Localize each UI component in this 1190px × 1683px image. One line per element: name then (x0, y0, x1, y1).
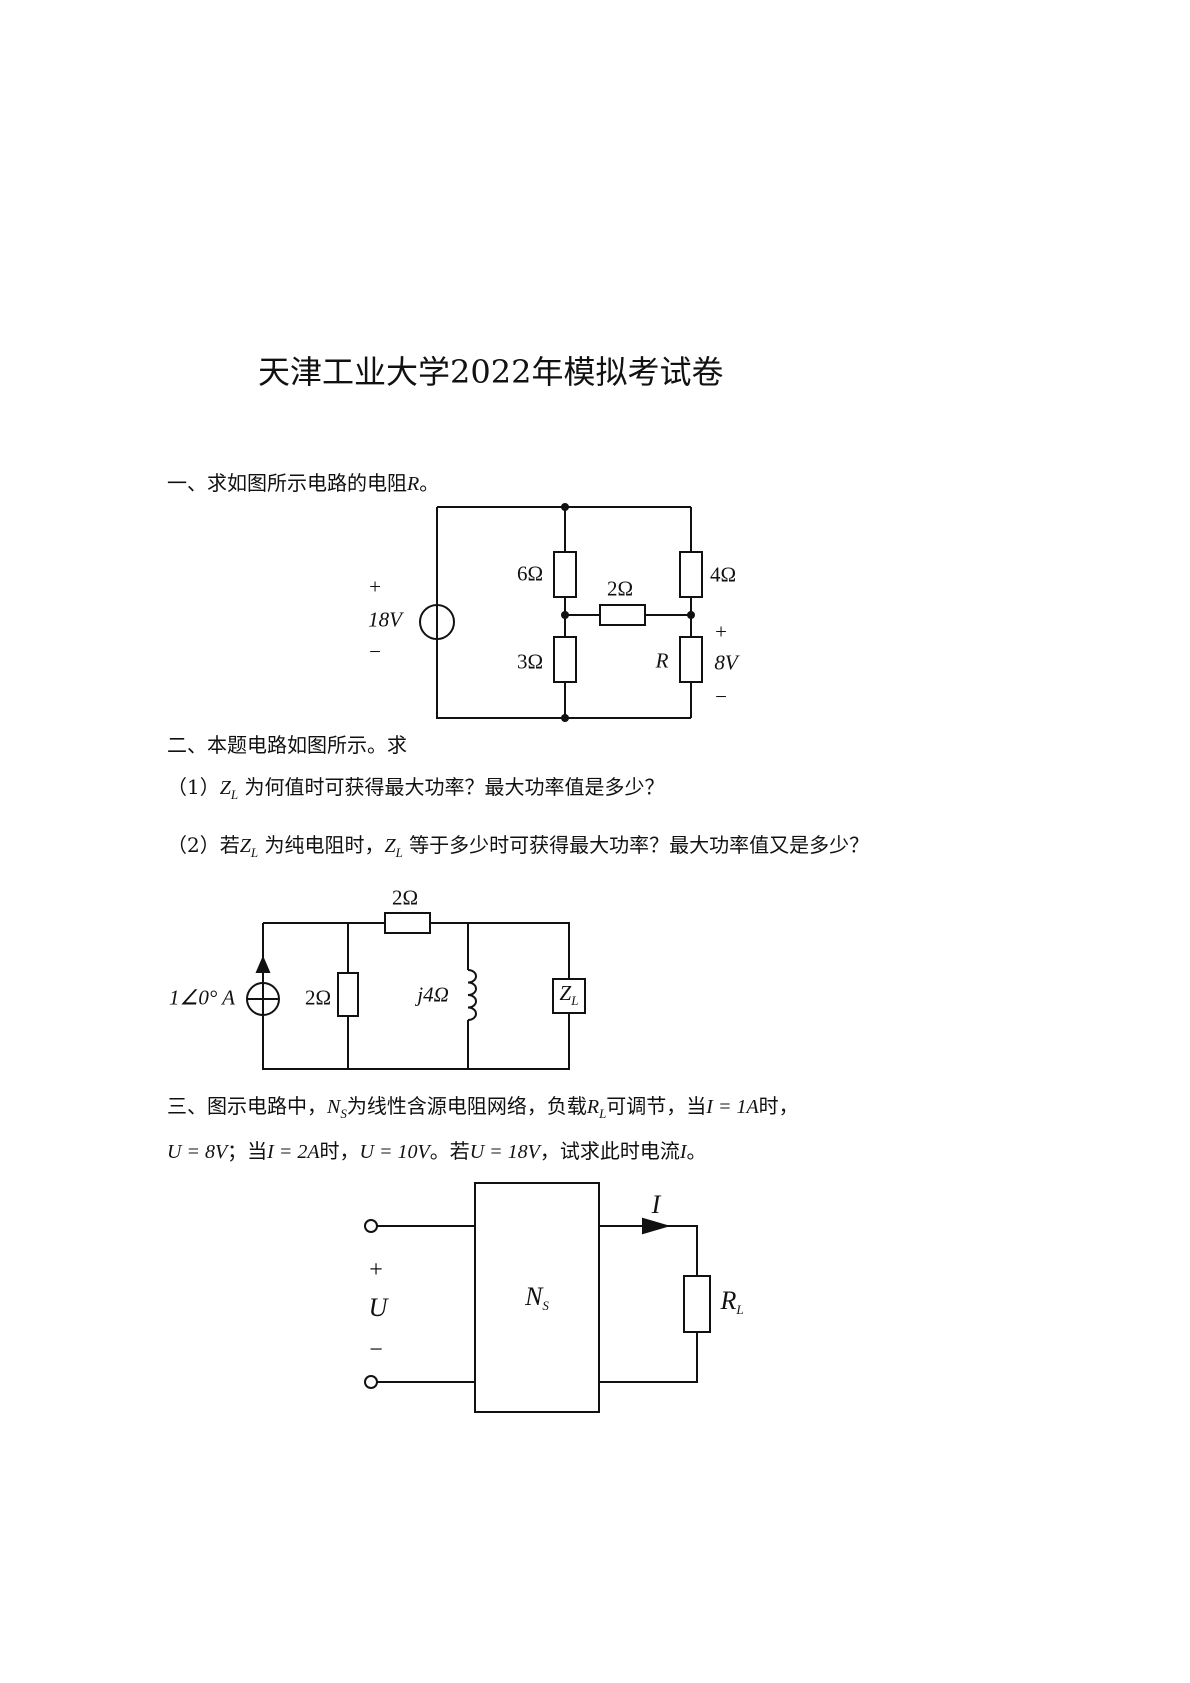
r4-label: 4Ω (709, 562, 737, 587)
p2-z1: Z (239, 835, 251, 857)
rtop-label: 2Ω (391, 885, 419, 910)
zl-label: ZL (559, 981, 579, 1008)
l1-b: 为线性含源电阻网络，负载 (346, 1094, 587, 1118)
resistor-2-top (384, 912, 431, 934)
l2-c: I = 2A (267, 1141, 320, 1163)
l2-f: 。若 (429, 1139, 470, 1163)
network-box (474, 1182, 600, 1413)
l2-i: I (679, 1141, 687, 1163)
rl-sub: L (736, 1302, 744, 1317)
rl-text: R (720, 1286, 737, 1315)
zl-text: Z (559, 981, 572, 1005)
r-label: R (655, 648, 669, 673)
inductor-label: j4Ω (417, 982, 449, 1007)
current-label: I (651, 1190, 661, 1219)
l1-d: I = 1A (706, 1096, 759, 1118)
current-source-label: 1∠0° A (169, 985, 235, 1010)
minus-label-3: − (369, 1337, 383, 1363)
q1-text: 一、求如图所示电路的电阻 (167, 471, 407, 495)
minus-label: − (369, 639, 381, 664)
resistor-r (679, 636, 703, 683)
p2-sub2: L (395, 845, 403, 860)
plus-label-3: + (369, 1257, 383, 1283)
circuit-1 (419, 503, 703, 722)
question-3-line-1: 三、图示电路中，NS为线性含源电阻网络，负载RL可调节，当I = 1A时， (167, 1096, 799, 1120)
terminal-top (364, 1219, 378, 1233)
ns-sub: S (542, 1298, 549, 1313)
r2-shunt-label: 2Ω (304, 985, 332, 1010)
minus-label-2: − (715, 684, 727, 709)
voltage-u-label: U (368, 1293, 388, 1322)
question-2-part-2: （2）若ZL 为纯电阻时，ZL 等于多少时可获得最大功率？最大功率值又是多少？ (167, 835, 869, 859)
plus-label: + (369, 574, 381, 599)
l2-a: U = 8V (167, 1141, 228, 1163)
resistor-3 (553, 636, 577, 683)
p2-sub1: L (250, 845, 259, 860)
circuit-3 (364, 1182, 711, 1413)
l2-h: ，试求此时电流 (539, 1139, 680, 1163)
l1-rsub: L (599, 1106, 607, 1121)
l2-e: U = 10V (359, 1141, 430, 1163)
l2-j: 。 (686, 1139, 707, 1163)
l1-r: R (586, 1096, 600, 1118)
inductor (467, 969, 477, 1021)
question-1: 一、求如图所示电路的电阻R。 (167, 473, 439, 494)
p2-a: （2）若 (167, 833, 240, 857)
terminal-bottom (364, 1375, 378, 1389)
resistor-2-shunt (337, 972, 359, 1017)
question-3-line-2: U = 8V；当I = 2A时，U = 10V。若U = 18V，试求此时电流I… (167, 1141, 707, 1162)
source-label: 18V (368, 607, 402, 632)
resistor-6 (553, 551, 577, 598)
p1-b: 为何值时可获得最大功率？最大功率值是多少？ (244, 775, 665, 799)
l1-c: 可调节，当 (606, 1094, 707, 1118)
resistor-2 (599, 604, 646, 626)
r6-label: 6Ω (516, 561, 544, 586)
p1-z: Z (219, 777, 231, 799)
l2-g: U = 18V (469, 1141, 540, 1163)
l2-d: 时， (319, 1139, 360, 1163)
ns-text: N (525, 1282, 543, 1311)
q1-end: 。 (419, 471, 440, 495)
l1-a: 三、图示电路中， (167, 1094, 327, 1118)
r2-label: 2Ω (606, 576, 634, 601)
resistor-4 (679, 551, 703, 598)
resistor-rl (683, 1275, 711, 1333)
plus-label-2: + (715, 619, 727, 644)
exam-title: 天津工业大学2022年模拟考试卷 (258, 353, 724, 391)
l1-n: N (327, 1096, 341, 1118)
circuit-2 (246, 912, 586, 1070)
voltage-source (419, 604, 455, 640)
question-2-part-1: （1）ZL 为何值时可获得最大功率？最大功率值是多少？ (167, 777, 664, 801)
v8-label: 8V (714, 650, 738, 675)
p2-b: 为纯电阻时， (264, 833, 385, 857)
l2-b: ；当 (227, 1139, 268, 1163)
zl-sub: L (571, 993, 579, 1008)
rl-label: RL (720, 1286, 744, 1317)
p2-c: 等于多少时可获得最大功率？最大功率值又是多少？ (409, 833, 870, 857)
network-label: NS (525, 1282, 549, 1313)
r3-label: 3Ω (516, 649, 544, 674)
l1-nsub: S (340, 1106, 347, 1121)
load-zl (552, 978, 586, 1014)
question-2: 二、本题电路如图所示。求 (167, 733, 407, 757)
q1-var: R (407, 473, 420, 495)
p2-z2: Z (384, 835, 396, 857)
p1-sub: L (230, 787, 239, 802)
l1-e: 时， (758, 1094, 799, 1118)
p1-a: （1） (167, 775, 220, 799)
